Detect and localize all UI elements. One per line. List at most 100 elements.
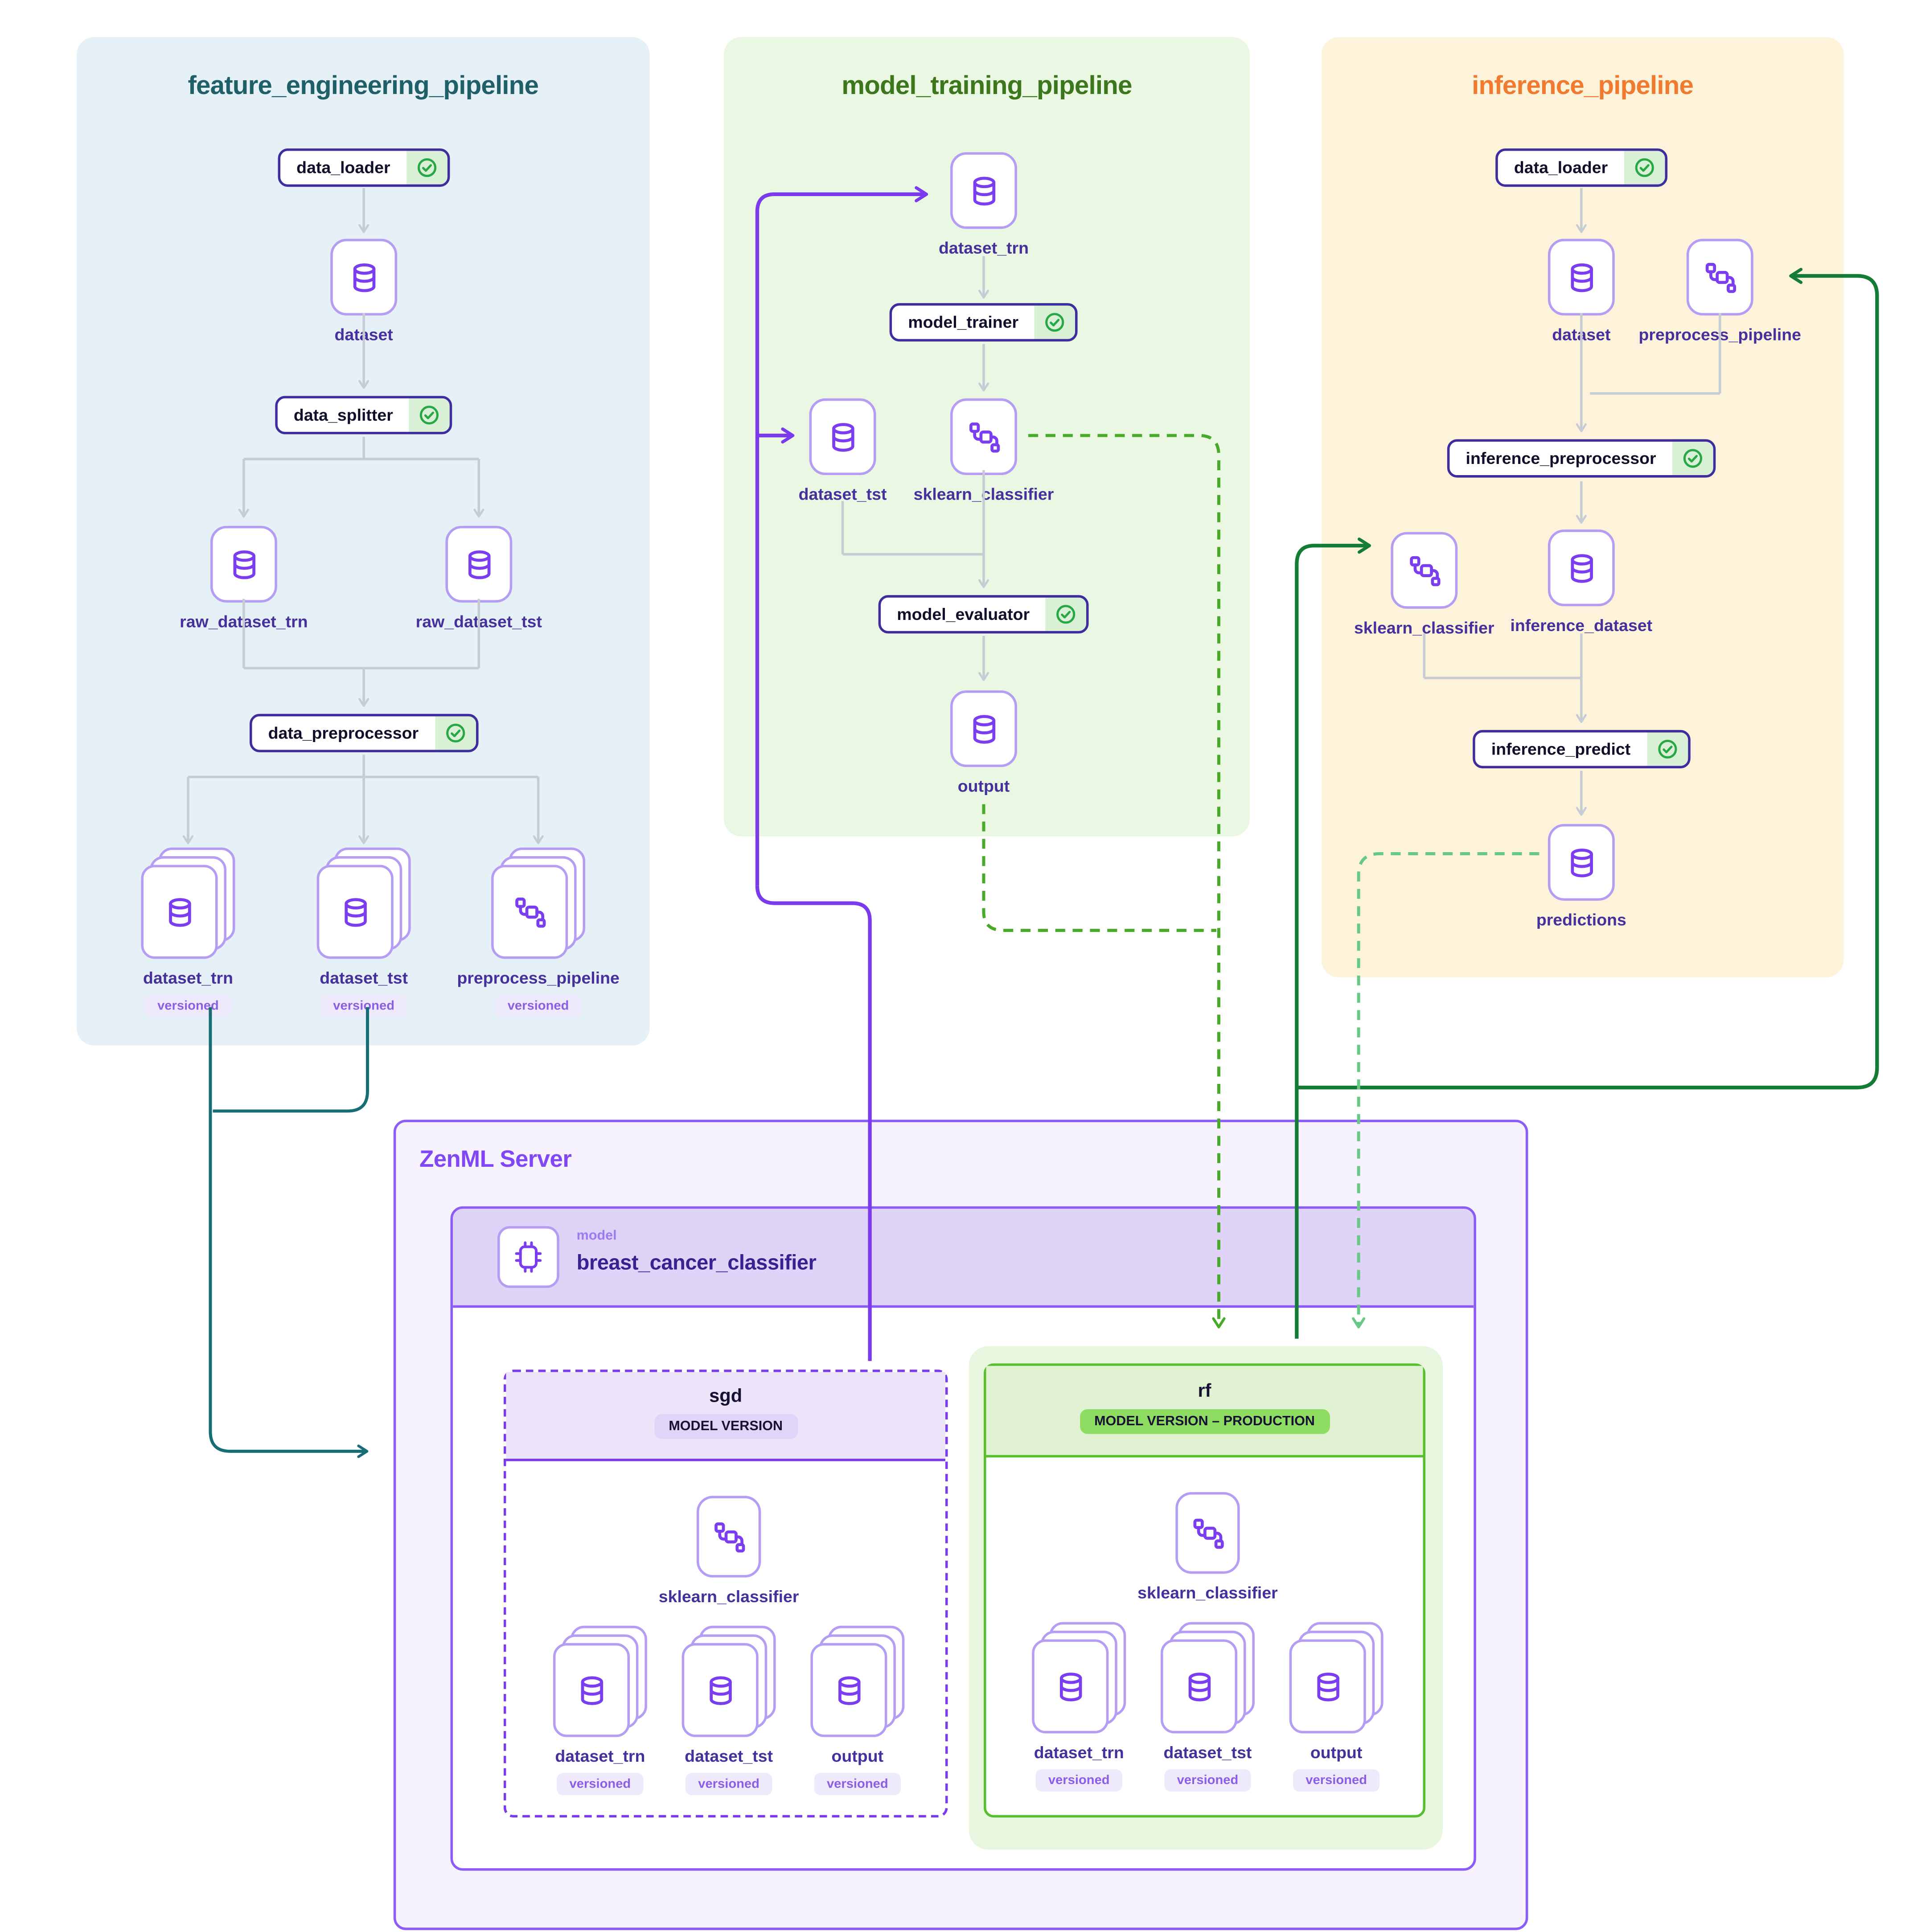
database-icon (553, 1643, 630, 1737)
versioned-badge: versioned (1293, 1769, 1379, 1792)
model-box: model breast_cancer_classifier sgd MODEL… (450, 1206, 1476, 1871)
zenml-server-panel: ZenML Server model breast_cancer_classif… (393, 1120, 1528, 1930)
artifact-dataset-trn-versioned: dataset_trn versioned (986, 1622, 1172, 1792)
artifact-label: dataset_tst (685, 1747, 773, 1766)
artifact-dataset-tst-versioned: dataset_tst versioned (1115, 1622, 1300, 1792)
database-icon (950, 690, 1017, 767)
pipeline-icon (950, 398, 1017, 476)
artifact-label: preprocess_pipeline (457, 968, 620, 988)
artifact-label: dataset_trn (143, 968, 233, 988)
artifact-sklearn-classifier: sklearn_classifier (1115, 1492, 1300, 1602)
versioned-badge: versioned (145, 994, 231, 1017)
artifact-label: dataset (1552, 325, 1611, 344)
version-name: rf (1198, 1381, 1211, 1402)
database-icon (810, 1643, 887, 1737)
pipeline-icon (491, 865, 568, 959)
stacked-cards (491, 847, 586, 959)
check-circle-icon (1046, 597, 1087, 631)
step-model-trainer: model_trainer (889, 303, 1078, 342)
step-data-splitter: data_splitter (275, 396, 453, 435)
step-label: model_trainer (892, 305, 1035, 339)
model-version-sgd: sgd MODEL VERSION sklearn_classifier dat… (503, 1370, 950, 1818)
step-data-loader: data_loader (278, 148, 450, 187)
step-inference-preprocessor: inference_preprocessor (1447, 439, 1716, 478)
artifact-predictions: predictions (1489, 824, 1674, 929)
versioned-badge: versioned (1036, 1769, 1122, 1792)
artifact-label: raw_dataset_tst (415, 612, 542, 631)
artifact-label: dataset_tst (320, 968, 408, 988)
versioned-badge: versioned (686, 1773, 772, 1796)
artifact-label: sklearn_classifier (658, 1587, 799, 1606)
step-label: inference_predict (1475, 732, 1647, 766)
artifact-label: raw_dataset_trn (180, 612, 308, 631)
database-icon (1289, 1639, 1366, 1734)
feature-engineering-pipeline-panel: feature_engineering_pipeline data_loader… (77, 37, 650, 1046)
artifact-output-versioned: output versioned (765, 1625, 950, 1796)
artifact-sklearn-classifier: sklearn_classifier (891, 398, 1076, 504)
check-circle-icon (1672, 442, 1713, 476)
version-badge: MODEL VERSION – PRODUCTION (1079, 1409, 1330, 1434)
database-icon (330, 238, 398, 316)
model-name: breast_cancer_classifier (576, 1251, 817, 1275)
artifact-label: sklearn_classifier (1137, 1583, 1278, 1603)
artifact-label: dataset (334, 325, 393, 344)
model-version-rf: rf MODEL VERSION – PRODUCTION sklearn_cl… (983, 1363, 1426, 1818)
artifact-dataset-tst-versioned: dataset_tst versioned (271, 847, 456, 1017)
pipeline-title: feature_engineering_pipeline (188, 72, 539, 100)
versioned-badge: versioned (1164, 1769, 1251, 1792)
database-icon (316, 865, 394, 959)
step-model-evaluator: model_evaluator (878, 595, 1089, 634)
model-kicker-label: model (576, 1228, 617, 1243)
artifact-label: dataset_tst (798, 485, 887, 504)
pipeline-icon (1175, 1492, 1240, 1574)
teal-edges-datasets-to-server (209, 1007, 369, 1458)
artifact-label: sklearn_classifier (913, 485, 1054, 504)
model-version-sgd-header: sgd MODEL VERSION (506, 1372, 945, 1461)
check-circle-icon (1646, 732, 1687, 766)
database-icon (809, 398, 876, 476)
step-inference-predict: inference_predict (1473, 730, 1690, 768)
check-circle-icon (1034, 305, 1076, 339)
versioned-badge: versioned (320, 994, 407, 1017)
artifact-label: dataset_tst (1163, 1743, 1252, 1762)
database-icon (681, 1643, 759, 1737)
artifact-label: dataset_trn (938, 238, 1029, 258)
artifact-raw-dataset-tst: raw_dataset_tst (386, 525, 571, 631)
step-label: data_preprocessor (252, 716, 435, 750)
check-circle-icon (435, 716, 476, 750)
artifact-dataset-trn: dataset_trn (891, 152, 1076, 257)
pipeline-icon (696, 1496, 761, 1578)
database-icon (1548, 529, 1615, 607)
artifact-label: output (831, 1747, 884, 1766)
pipeline-title: inference_pipeline (1472, 72, 1694, 100)
artifact-raw-dataset-trn: raw_dataset_trn (151, 525, 337, 631)
step-label: model_evaluator (881, 597, 1046, 631)
versioned-badge: versioned (557, 1773, 644, 1796)
database-icon (1160, 1639, 1238, 1734)
stacked-cards (316, 847, 411, 959)
stacked-cards (141, 847, 235, 959)
pipeline-icon (1686, 238, 1753, 316)
artifact-sklearn-classifier: sklearn_classifier (636, 1496, 821, 1606)
artifact-inference-dataset: inference_dataset (1489, 529, 1674, 635)
check-circle-icon (409, 398, 450, 432)
model-version-rf-highlight: rf MODEL VERSION – PRODUCTION sklearn_cl… (969, 1346, 1443, 1850)
artifact-output: output (891, 690, 1076, 796)
check-circle-icon (1624, 151, 1665, 185)
versioned-badge: versioned (814, 1773, 901, 1796)
server-title: ZenML Server (419, 1147, 572, 1173)
artifact-label: output (1310, 1743, 1363, 1762)
artifact-output-versioned: output versioned (1244, 1622, 1429, 1792)
artifact-label: predictions (1536, 911, 1626, 929)
database-icon (210, 525, 277, 603)
artifact-label: output (957, 777, 1010, 796)
step-label: data_splitter (277, 398, 409, 432)
model-training-pipeline-panel: model_training_pipeline dataset_trn mode… (724, 37, 1250, 837)
artifact-label: sklearn_classifier (1354, 619, 1494, 637)
database-icon (1548, 824, 1615, 901)
version-name: sgd (709, 1386, 743, 1407)
artifact-dataset: dataset (271, 238, 456, 344)
pipeline-title: model_training_pipeline (842, 72, 1132, 100)
database-icon (1032, 1639, 1109, 1734)
